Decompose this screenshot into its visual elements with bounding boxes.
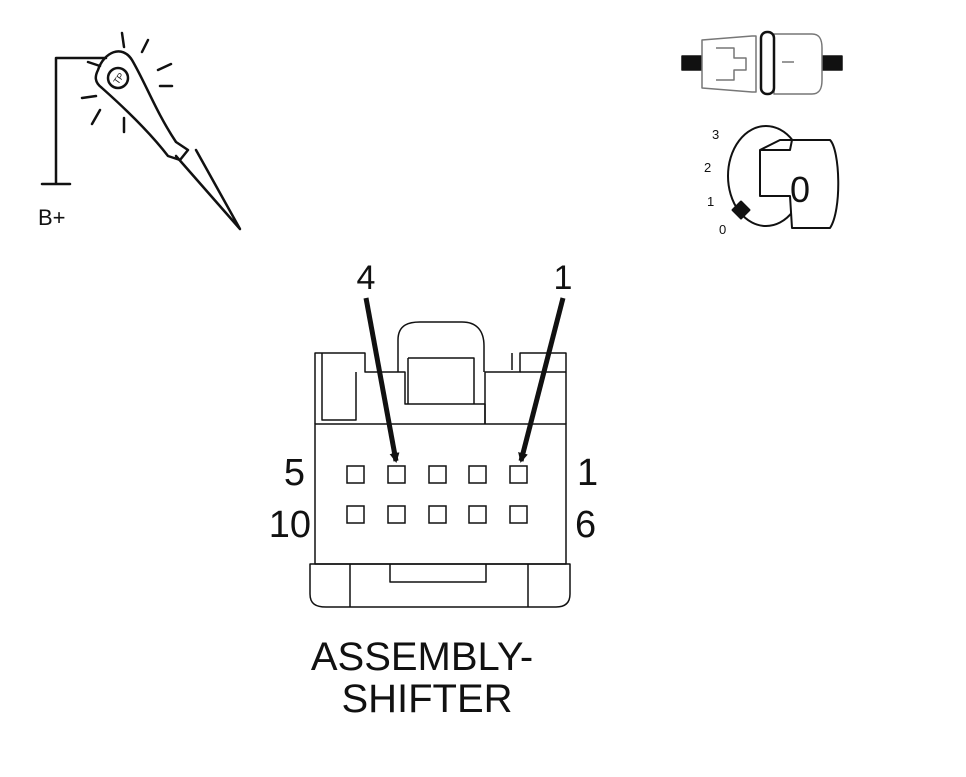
pin-cavities: [346, 465, 528, 524]
ignition-key-icon: [727, 125, 840, 229]
connector-plug-icon: [681, 30, 843, 96]
row1-left-pin-label: 5: [284, 452, 305, 494]
connector-name-line1: ASSEMBLY-: [311, 635, 533, 679]
shifter-connector-face: [309, 321, 571, 608]
callout-arrow-pin-4: [363, 297, 400, 463]
test-light-icon: [40, 31, 242, 231]
key-position-2: 2: [704, 160, 711, 175]
pin-cavity: [387, 465, 406, 484]
row1-right-pin-label: 1: [577, 452, 598, 494]
probe-mark: TP: [111, 71, 126, 86]
supply-label: B+: [38, 205, 66, 230]
pin-cavity: [509, 465, 528, 484]
pin-cavity: [346, 465, 365, 484]
pin-cavity: [346, 505, 365, 524]
row2-left-pin-label: 10: [269, 504, 311, 546]
callout-label-4: 4: [357, 259, 376, 297]
pin-cavity: [428, 465, 447, 484]
row2-right-pin-label: 6: [575, 504, 596, 546]
connector-name-line2: SHIFTER: [341, 677, 512, 721]
callout-label-1: 1: [554, 259, 573, 297]
pin-cavity: [468, 465, 487, 484]
key-position-3: 3: [712, 127, 719, 142]
key-position-0: 0: [719, 222, 726, 237]
pin-cavity: [387, 505, 406, 524]
key-label: 0: [790, 169, 810, 210]
key-position-1: 1: [707, 194, 714, 209]
pin-cavity: [468, 505, 487, 524]
callout-arrow-pin-1: [518, 297, 566, 463]
pin-cavity: [428, 505, 447, 524]
pin-cavity: [509, 505, 528, 524]
